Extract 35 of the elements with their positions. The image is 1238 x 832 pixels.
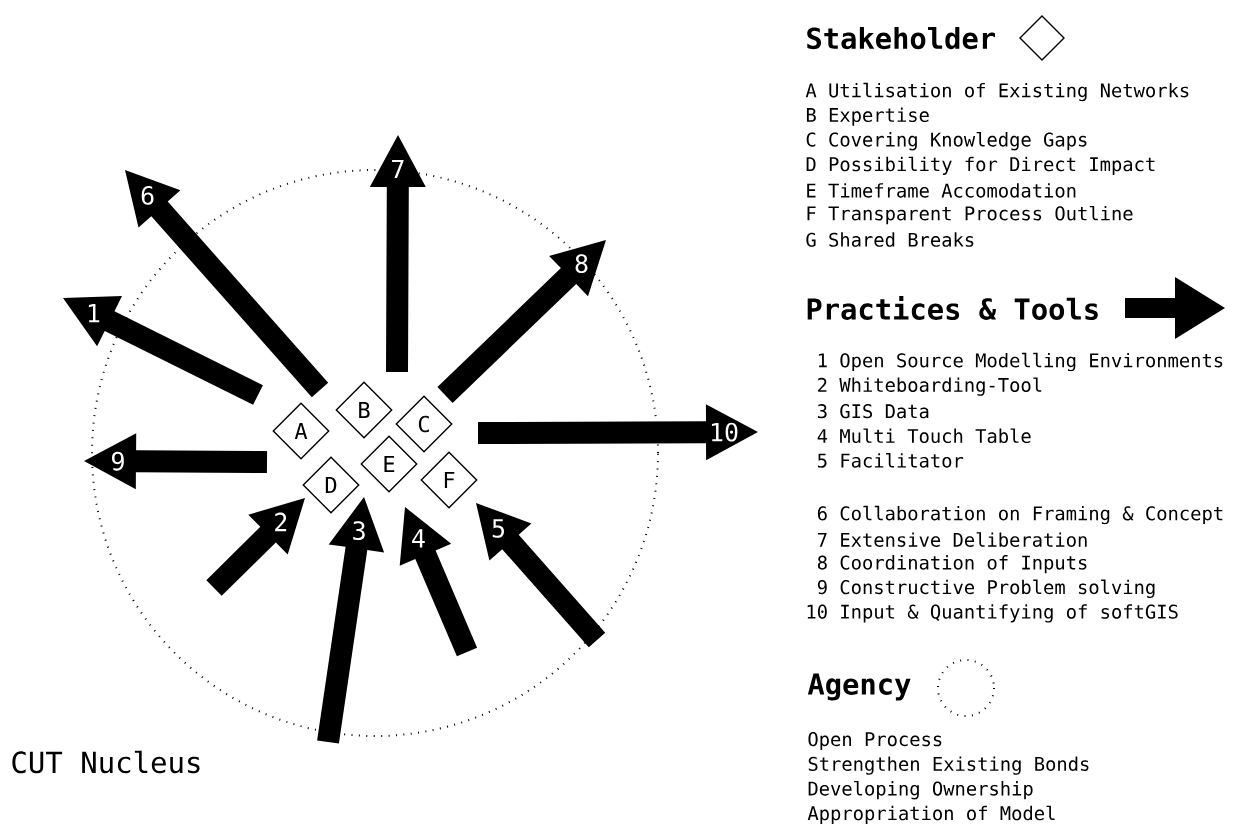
list-item: 1 Open Source Modelling Environments xyxy=(818,352,1223,372)
arrow-number: 9 xyxy=(112,451,124,471)
arrow-number: 8 xyxy=(575,254,588,274)
legend-heading: Stakeholder xyxy=(807,26,995,50)
list-item: B Expertise xyxy=(806,107,929,126)
list-item: E Timeframe Accomodation xyxy=(807,183,1076,198)
legend-heading: Agency xyxy=(807,673,911,701)
list-item: 4 Multi Touch Table xyxy=(817,428,1031,444)
list-item: Open Process xyxy=(808,732,942,750)
arrow-number: 10 xyxy=(711,422,738,442)
list-item: C Covering Knowledge Gaps xyxy=(806,132,1087,151)
arrow-number: 1 xyxy=(88,304,100,323)
list-item: 8 Coordination of Inputs xyxy=(817,555,1087,574)
list-item: F Transparent Process Outline xyxy=(807,205,1133,225)
list-item: D Possibility for Direct Impact xyxy=(806,156,1155,175)
list-item: 3 GIS Data xyxy=(817,404,929,419)
list-item: Strengthen Existing Bonds xyxy=(808,756,1089,775)
legend-heading: Practices & Tools xyxy=(807,296,1098,320)
list-item: 6 Collaboration on Framing & Concept xyxy=(817,505,1223,525)
list-item: Developing Ownership xyxy=(808,781,1033,800)
list-item: 5 Facilitator xyxy=(818,453,964,468)
list-item: 2 Whiteboarding-Tool xyxy=(818,377,1042,396)
arrow-number: 7 xyxy=(392,159,404,179)
arrow-number: 4 xyxy=(412,529,425,548)
arrow-number: 5 xyxy=(492,519,505,538)
list-item: A Utilisation of Existing Networks xyxy=(805,82,1189,102)
list-item: 7 Extensive Deliberation xyxy=(818,532,1087,547)
arrow-number: 3 xyxy=(353,521,365,541)
arrow-number: 6 xyxy=(141,185,154,205)
arrow-number: 2 xyxy=(275,512,287,532)
list-item: 9 Constructive Problem solving xyxy=(817,579,1155,599)
list-item: Appropriation of Model xyxy=(807,805,1055,824)
list-item: G Shared Breaks xyxy=(806,232,974,247)
node-caption: CUT Nucleus xyxy=(12,750,200,774)
list-item: 10 Input & Quantifying of softGIS xyxy=(807,604,1178,623)
